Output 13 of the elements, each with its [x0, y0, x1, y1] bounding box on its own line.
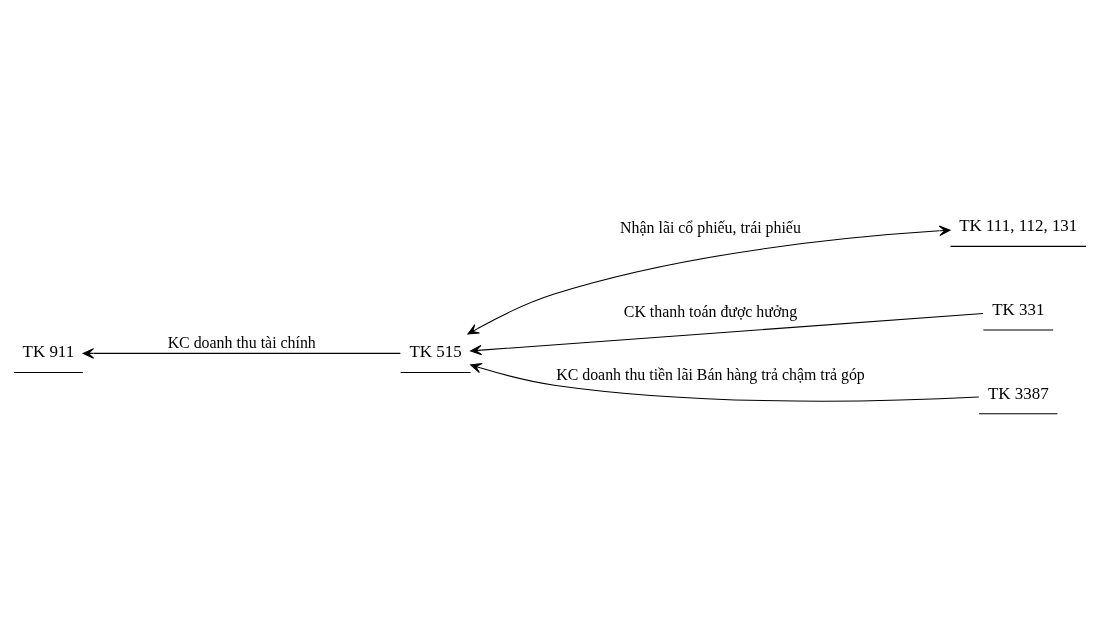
arrow — [470, 362, 980, 402]
arrow — [470, 312, 984, 356]
node-text: TK 111, 112, 131 — [959, 216, 1078, 236]
node-text: TK 911 — [22, 342, 75, 362]
edge-label: CK thanh toán được hưởng — [623, 303, 798, 321]
node-text: TK 515 — [409, 342, 462, 362]
node-text: TK 3387 — [987, 383, 1049, 403]
edge-label: Nhận lãi cổ phiếu, trái phiếu — [620, 218, 801, 236]
edge-label: KC doanh thu tài chính — [167, 334, 316, 352]
node-text: TK 331 — [992, 300, 1045, 320]
edge-label: KC doanh thu tiền lãi Bán hàng trả chậm trả góp — [556, 365, 865, 383]
arrow — [467, 225, 951, 335]
arrow — [82, 348, 401, 359]
